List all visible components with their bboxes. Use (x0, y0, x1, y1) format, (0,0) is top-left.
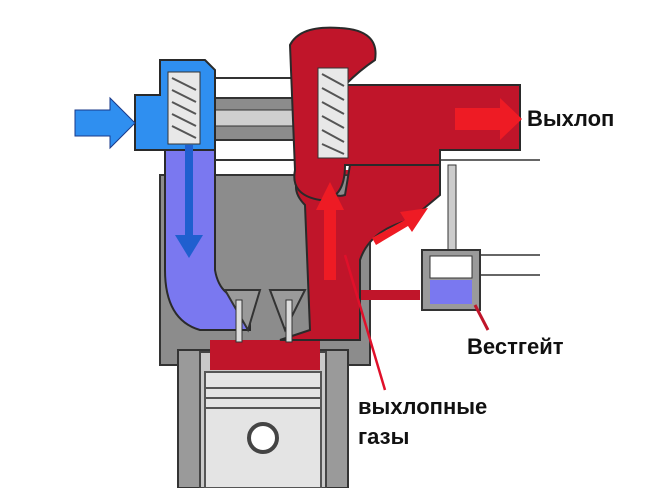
label-exhaust-out: Выхлоп (527, 106, 615, 131)
label-wastegate: Вестгейт (467, 334, 564, 359)
compressor-wheel (167, 71, 201, 145)
exhaust-out-arrow-icon (455, 98, 522, 140)
wastegate-pointer-line (473, 304, 490, 331)
label-exhaust-gases-2: газы (358, 424, 410, 449)
label-exhaust-gases-1: выхлопные (358, 394, 488, 419)
valves (223, 289, 307, 343)
exhaust-up-arrow-icon (316, 182, 344, 280)
intake-down-arrow-icon (175, 145, 203, 258)
turbine-wheel (317, 67, 349, 159)
exhaust-pointer-line (343, 254, 387, 391)
wastegate-actuator (421, 159, 540, 311)
exhaust-diag-arrow-icon (372, 208, 428, 245)
piston (204, 371, 322, 488)
combustion-chamber (210, 340, 320, 370)
intake-air-arrow-icon (74, 96, 136, 150)
